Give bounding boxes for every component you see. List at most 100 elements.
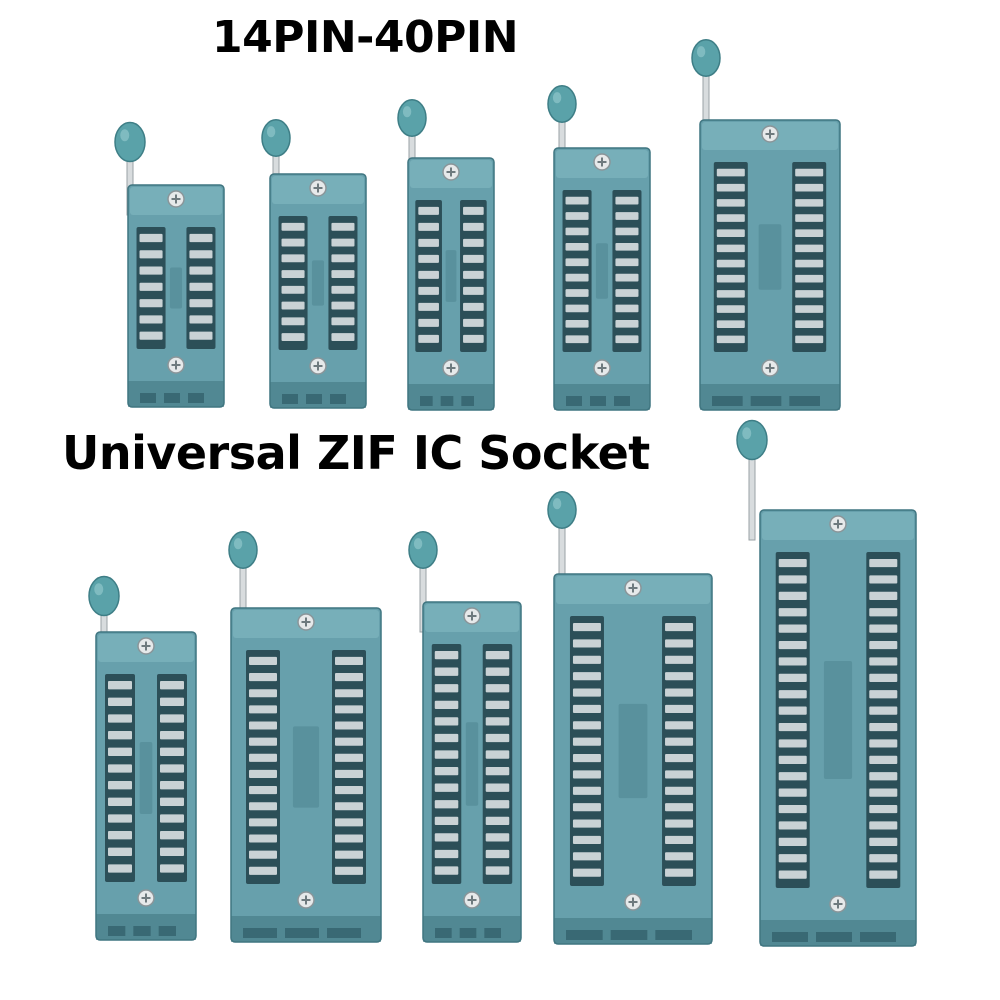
socket-foot xyxy=(614,396,630,406)
socket-foot xyxy=(566,930,603,940)
pin-contact xyxy=(665,655,694,664)
pin-contact xyxy=(335,769,363,778)
pin-contact xyxy=(778,821,807,830)
pin-contact xyxy=(716,168,745,177)
screw-slot xyxy=(628,897,638,907)
pin-contact xyxy=(716,274,745,283)
pin-contact xyxy=(331,333,355,341)
pin-contact xyxy=(615,196,639,205)
pin-contact xyxy=(434,800,459,809)
pin-contact xyxy=(434,733,459,743)
pin-contact xyxy=(281,317,305,326)
pin-contact xyxy=(869,788,898,797)
pin-contact xyxy=(716,244,745,253)
pin-contact xyxy=(665,835,694,845)
pin-contact xyxy=(249,834,277,843)
zif-socket-28-pin-wide xyxy=(228,531,382,943)
socket-foot xyxy=(133,926,151,936)
pin-contact xyxy=(565,273,589,282)
pin-contact xyxy=(281,270,305,278)
pin-contact xyxy=(335,737,363,746)
pin-contact xyxy=(108,681,132,690)
pin-contact xyxy=(485,849,510,859)
pin-contact xyxy=(281,238,305,247)
zif-socket-20-pin xyxy=(547,85,651,411)
pin-contact xyxy=(869,558,898,568)
screw-slot xyxy=(833,899,843,909)
socket-foot xyxy=(484,928,501,938)
pin-contact xyxy=(572,835,601,845)
pin-contact xyxy=(615,289,639,297)
pin-contact xyxy=(485,783,510,792)
pin-contact xyxy=(434,667,459,676)
pin-contact xyxy=(249,769,277,778)
pin-contact xyxy=(160,747,184,756)
screw-slot xyxy=(171,194,181,204)
center-label-plate xyxy=(169,267,183,309)
pin-contact xyxy=(463,286,484,295)
pin-contact xyxy=(795,305,824,313)
pin-contact xyxy=(335,705,363,714)
pin-contact xyxy=(335,786,363,795)
pin-contact xyxy=(249,673,277,682)
pin-contact xyxy=(485,816,510,825)
pin-contact xyxy=(572,721,601,730)
pin-contact xyxy=(869,837,898,846)
screw-slot xyxy=(833,519,843,529)
screw-slot xyxy=(597,157,607,167)
pin-contact xyxy=(485,833,510,842)
contact-column-right xyxy=(157,674,187,882)
pin-contact xyxy=(665,622,694,632)
lever-knob xyxy=(88,575,120,617)
pin-contact xyxy=(665,688,694,697)
center-label-plate xyxy=(311,260,325,306)
pin-contact xyxy=(160,797,184,806)
pin-contact xyxy=(281,254,305,263)
pin-contact xyxy=(434,766,459,776)
pin-contact xyxy=(335,689,363,698)
pin-contact xyxy=(869,739,898,748)
pin-contact xyxy=(189,282,213,291)
screw-slot xyxy=(141,893,151,903)
socket-foot xyxy=(789,396,820,406)
pin-contact xyxy=(572,639,601,648)
pin-contact xyxy=(485,667,510,676)
pin-contact xyxy=(160,814,184,823)
pin-contact xyxy=(572,819,601,828)
pin-contact xyxy=(139,282,163,291)
pin-contact xyxy=(665,721,694,730)
pin-contact xyxy=(418,286,439,295)
pin-contact xyxy=(335,656,363,665)
pin-contact xyxy=(485,866,510,875)
pin-contact xyxy=(778,837,807,846)
pin-contact xyxy=(434,650,459,660)
pin-contact xyxy=(716,199,745,207)
pin-contact xyxy=(778,624,807,633)
pin-contact xyxy=(869,591,898,600)
pin-contact xyxy=(418,222,439,231)
pin-contact xyxy=(434,866,459,875)
pin-contact xyxy=(869,690,898,699)
pin-contact xyxy=(778,673,807,682)
pin-contact xyxy=(869,755,898,764)
pin-contact xyxy=(778,706,807,715)
pin-contact xyxy=(434,750,459,759)
pin-contact xyxy=(795,199,824,207)
screw-slot xyxy=(313,183,323,193)
pin-contact xyxy=(615,212,639,220)
pin-contact xyxy=(335,818,363,827)
pin-contact xyxy=(565,227,589,236)
socket-foot xyxy=(816,932,852,942)
pin-contact xyxy=(716,320,745,328)
pin-contact xyxy=(665,852,694,861)
pin-contact xyxy=(665,639,694,648)
pin-contact xyxy=(665,868,694,877)
pin-contact xyxy=(335,866,363,875)
screw-slot xyxy=(597,363,607,373)
pin-contact xyxy=(189,266,213,275)
pin-contact xyxy=(434,849,459,859)
pin-contact xyxy=(249,802,277,811)
contact-column-left xyxy=(105,674,135,882)
pin-contact xyxy=(778,657,807,666)
pin-contact xyxy=(795,320,824,328)
